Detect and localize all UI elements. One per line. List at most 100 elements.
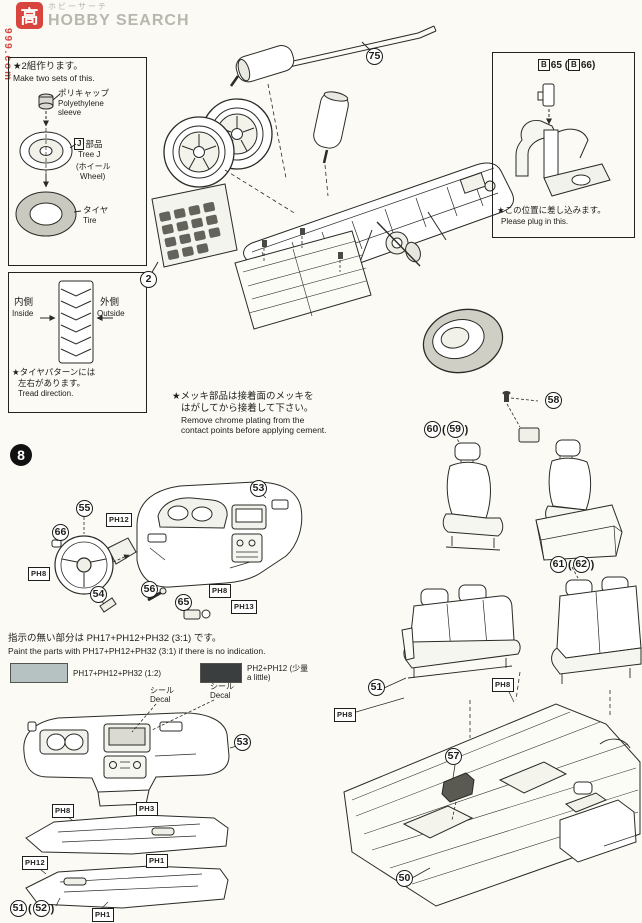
outside-label-en: Outside — [97, 309, 125, 318]
part-number: 66 — [580, 60, 592, 71]
paren: ) — [590, 558, 595, 571]
part-number: 2 — [140, 271, 157, 288]
inside-label-ja: 内側 — [14, 297, 34, 308]
plug-parts-b65 — [515, 83, 611, 197]
tire-label-ja: タイヤ — [83, 205, 109, 215]
paint-swatch-dark-label: PH2+PH12 (少量 — [247, 664, 309, 673]
part-letter-box: B — [538, 59, 550, 71]
paint-swatch-dark-label2: a little) — [247, 673, 271, 682]
part-number: 53 — [234, 734, 251, 751]
paint-code-label: PH8 — [492, 678, 514, 692]
paint-code-label: PH12 — [106, 513, 132, 527]
paren: ( — [442, 423, 446, 436]
paint-swatch-light — [10, 663, 68, 683]
part-number: 75 — [366, 48, 383, 65]
part-number: 51 — [10, 900, 27, 917]
paint-code-label: PH12 — [22, 856, 48, 870]
watermark-brand-jp: ホビーサーチ — [48, 2, 108, 11]
decal-label-en: Decal — [210, 691, 231, 700]
wheel-box-note-en: Make two sets of this. — [13, 73, 95, 83]
watermark-url-vertical: 999.com — [2, 28, 13, 83]
part-callout-65: 65 — [175, 594, 192, 611]
wheel-assembly-diagram — [15, 93, 82, 237]
part-callout-57: 57 — [445, 748, 462, 765]
part-number: 62 — [572, 556, 590, 573]
second-row-bench — [355, 584, 521, 713]
inside-label-en: Inside — [12, 309, 34, 318]
part-number: 66 — [52, 524, 69, 541]
tree-label-en: Tree J — [78, 150, 101, 159]
paint-code-label: PH1 — [146, 854, 168, 868]
polycap-label-en2: sleeve — [58, 108, 82, 117]
part-number: 53 — [250, 480, 267, 497]
wheel-label-ja: (ホイール — [76, 162, 111, 171]
part-number: 54 — [90, 586, 107, 603]
paint-swatch-light-label: PH17+PH12+PH32 (1:2) — [73, 669, 162, 678]
watermark-text: ホビーサーチ HOBBY SEARCH — [48, 3, 190, 29]
interior-floor — [343, 671, 641, 907]
part-number: 55 — [76, 500, 93, 517]
tread-note-ja1: ★タイヤパターンには — [12, 367, 96, 377]
tread-note-ja2: 左右があります。 — [18, 378, 86, 388]
part-callout-60-59: 60(59) — [424, 421, 468, 438]
third-row-seat — [551, 576, 642, 684]
part-number: 59 — [446, 421, 464, 438]
part-number: 61 — [550, 556, 567, 573]
part-callout-51: 51 — [368, 679, 385, 696]
exhaust-assembly — [229, 25, 437, 197]
part-number: 51 — [368, 679, 385, 696]
wheel-box-note-ja: ★2組作ります。 — [13, 61, 83, 72]
part-number: 60 — [424, 421, 441, 438]
paint-code-label: PH1 — [92, 908, 114, 922]
part-callout-56: 56 — [141, 581, 158, 598]
part-callout-2: 2 — [140, 271, 157, 288]
part-callout-75: 75 — [366, 48, 383, 65]
plug-note-ja: ★この位置に差し込みます。 — [497, 205, 606, 215]
paren: ( — [568, 558, 572, 571]
wheel-assembly-box — [8, 57, 147, 266]
plug-note-en: Please plug in this. — [501, 217, 569, 226]
paren: ) — [464, 423, 469, 436]
outside-label-ja: 外側 — [100, 297, 120, 308]
paint-code-label: PH8 — [28, 567, 50, 581]
tire-label-en: Tire — [83, 216, 97, 225]
paren: ) — [50, 902, 55, 915]
watermark-brand: HOBBY SEARCH — [48, 12, 190, 29]
decal-label-ja: シール — [150, 686, 174, 695]
paint-swatch-dark — [200, 663, 242, 683]
chrome-note-ja2: はがしてから接着して下さい。 — [181, 403, 314, 414]
paint-code-label: PH8 — [52, 804, 74, 818]
part-callout-61-62: 61(62) — [550, 556, 594, 573]
step-number-badge: 8 — [10, 444, 32, 466]
rear-tire — [422, 308, 504, 374]
chrome-note-en2: contact points before applying cement. — [181, 425, 327, 435]
polycap-label-en1: Polyethylene — [58, 99, 104, 108]
tree-ja-text: 部品 — [85, 139, 103, 149]
tread-part-2 — [150, 183, 238, 275]
paren: ( — [28, 902, 32, 915]
part-number: 58 — [545, 392, 562, 409]
floor-pan-part — [234, 228, 372, 330]
decal-label-ja: シール — [210, 682, 234, 691]
tread-direction-box — [8, 272, 147, 413]
decal-label-en: Decal — [150, 695, 171, 704]
paint-note-en: Paint the parts with PH17+PH12+PH32 (3:1… — [8, 646, 266, 656]
part-callout-53: 53 — [250, 480, 267, 497]
paint-code-label: PH8 — [334, 708, 356, 722]
part-callout-51-52: 51(52) — [10, 900, 54, 917]
paint-code-label: PH13 — [231, 600, 257, 614]
part-number: 56 — [141, 581, 158, 598]
part-callout-58: 58 — [545, 392, 562, 409]
part-callout-55: 55 — [76, 500, 93, 517]
hobby-search-logo: 高 — [16, 2, 43, 29]
part-number: 65 — [175, 594, 192, 611]
chrome-note-en1: Remove chrome plating from the — [181, 415, 305, 425]
part-number: 65 — [550, 60, 562, 71]
part-callout-54: 54 — [90, 586, 107, 603]
paren: ) — [591, 60, 596, 71]
paint-note-ja: 指示の無い部分は PH17+PH12+PH32 (3:1) です。 — [8, 633, 222, 644]
tread-note-en: Tread direction. — [18, 389, 74, 398]
paint-code-label: PH8 — [209, 584, 231, 598]
